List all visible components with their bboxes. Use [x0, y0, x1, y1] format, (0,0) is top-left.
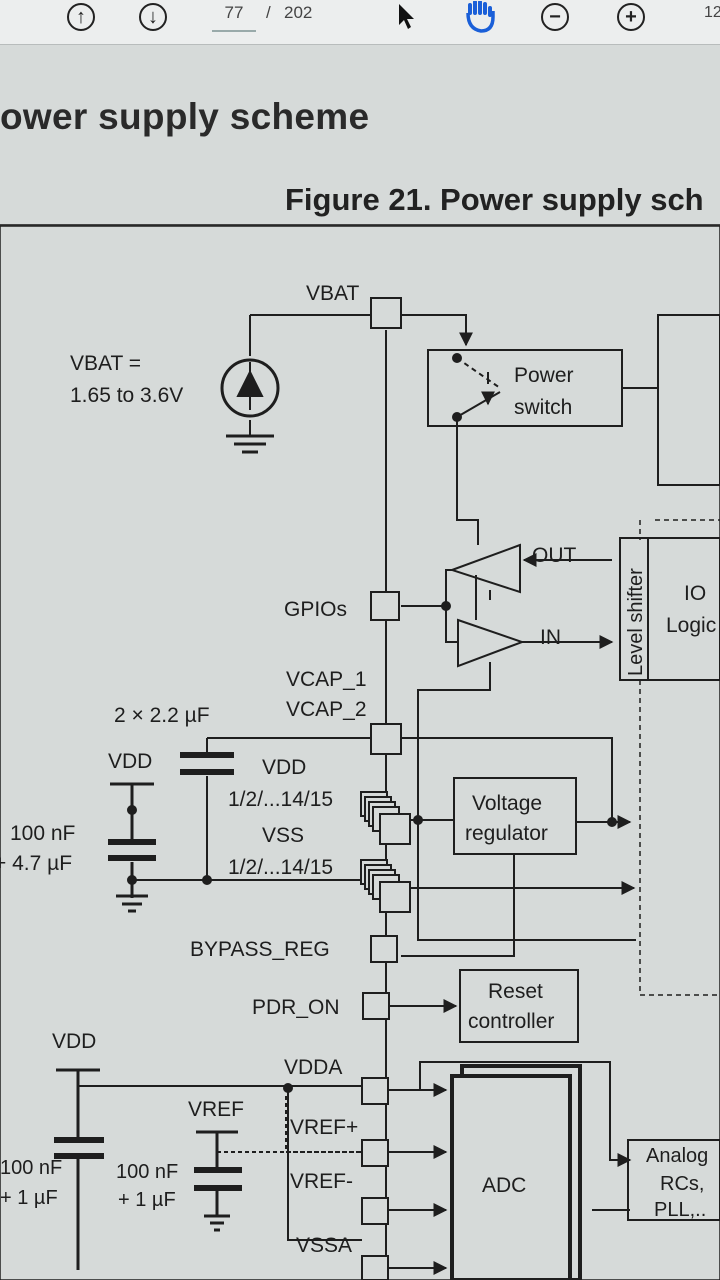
vdd-cap-label-2: + 4.7 µF — [0, 852, 72, 875]
vss-range-label: 1/2/...14/15 — [228, 856, 333, 879]
vbat-range-value: 1.65 to 3.6V — [70, 384, 183, 407]
vdd-pin-stack — [360, 791, 411, 845]
analog-label-3: PLL,.. — [654, 1199, 706, 1221]
gpio-pin — [370, 591, 400, 621]
ground-icon-3 — [204, 1214, 230, 1232]
vdd-pin-label: VDD — [262, 756, 306, 779]
vref-minus-label: VREF- — [290, 1170, 353, 1193]
ground-icon-1 — [226, 434, 274, 454]
vref-label: VREF — [188, 1098, 244, 1121]
pdr-on-label: PDR_ON — [252, 996, 340, 1019]
vdd-left-label: VDD — [108, 750, 152, 773]
out-label: OUT — [532, 544, 577, 567]
in-label: IN — [540, 626, 561, 649]
minus-circle-icon: − — [541, 3, 569, 31]
vdd-cap-label-1: 100 nF — [10, 822, 75, 845]
vdda-pin — [361, 1077, 389, 1105]
figure-caption: Figure 21. Power supply sch — [285, 182, 704, 217]
analog-label-2: RCs, — [660, 1173, 704, 1195]
in-buffer — [457, 618, 525, 668]
zoom-in-button[interactable]: + — [616, 0, 646, 34]
vcap2-label: VCAP_2 — [286, 698, 367, 721]
vdd-capacitor — [108, 839, 156, 861]
pdr-on-pin — [362, 992, 390, 1020]
vbat-to-switch — [401, 314, 473, 347]
arrow-down-circle-icon: ↓ — [139, 3, 167, 31]
vcap-cap-label: 2 × 2.2 µF — [114, 704, 210, 727]
vref-cap-label-1: 100 nF — [116, 1161, 178, 1183]
adc-label: ADC — [482, 1174, 526, 1197]
battery-source-icon — [220, 358, 280, 418]
section-heading: ower supply scheme — [0, 96, 370, 137]
arrow-up-circle-icon: ↑ — [67, 3, 95, 31]
gpios-label: GPIOs — [284, 598, 347, 621]
pointer-icon — [399, 4, 414, 29]
vdda-cap-label-2: + 1 µF — [0, 1187, 58, 1209]
vref-minus-pin — [361, 1197, 389, 1225]
vref-cap-label-2: + 1 µF — [118, 1189, 176, 1211]
zoom-out-button[interactable]: − — [540, 0, 570, 34]
zoom-value[interactable]: 12 — [704, 4, 720, 21]
previous-page-button[interactable]: ↑ — [66, 0, 96, 34]
pdf-toolbar: ↑ ↓ 77 / 202 − + 12 — [0, 0, 720, 45]
vssa-label: VSSA — [296, 1234, 352, 1257]
diagram-labels: VBAT VBAT = 1.65 to 3.6V Power switch OU… — [0, 282, 716, 1257]
vdd-bottom-label: VDD — [52, 1030, 96, 1053]
backup-domain-block — [657, 314, 720, 486]
analog-block — [627, 1139, 720, 1221]
ground-icon-2 — [116, 894, 148, 913]
page-number-input[interactable]: 77 — [212, 0, 256, 32]
hand-icon — [466, 1, 495, 33]
reset-label: Reset — [488, 980, 543, 1003]
select-tool-button[interactable] — [394, 0, 420, 34]
vbat-label: VBAT — [306, 282, 359, 305]
adc-block — [450, 1074, 572, 1280]
vss-pin-label: VSS — [262, 824, 304, 847]
core-domain-border — [639, 680, 720, 996]
vref-plus-pin — [361, 1139, 389, 1167]
voltage-label: Voltage — [472, 792, 542, 815]
next-page-button[interactable]: ↓ — [138, 0, 168, 34]
vref-capacitor — [194, 1167, 242, 1191]
bypass-reg-label: BYPASS_REG — [190, 938, 330, 961]
vcap-capacitor — [180, 752, 234, 775]
page-separator: / — [266, 3, 271, 22]
switch-label: switch — [514, 396, 572, 419]
logic-label: Logic — [666, 614, 716, 637]
vcap1-label: VCAP_1 — [286, 668, 367, 691]
power-label: Power — [514, 364, 574, 387]
vbat-range-label: VBAT = — [70, 352, 141, 375]
figure-frame — [0, 225, 720, 1280]
io-label: IO — [684, 582, 706, 605]
level-shifter-label: Level shifter — [625, 568, 647, 676]
vref-plus-label: VREF+ — [290, 1116, 358, 1139]
vdda-label: VDDA — [284, 1056, 342, 1079]
vdda-cap-label-1: 100 nF — [0, 1157, 62, 1179]
vbat-pin — [370, 297, 402, 329]
out-buffer — [448, 543, 521, 594]
io-logic-block — [647, 537, 720, 681]
analog-label-1: Analog — [646, 1145, 708, 1167]
vssa-pin — [361, 1255, 389, 1280]
vdda-capacitor — [54, 1137, 104, 1159]
reset-controller-block — [459, 969, 579, 1043]
caption-rule — [0, 224, 720, 226]
plus-circle-icon: + — [617, 3, 645, 31]
page-total: 202 — [284, 3, 313, 22]
vss-pin-stack — [360, 859, 411, 913]
hand-tool-button[interactable] — [462, 0, 500, 34]
vcap-pin — [370, 723, 402, 755]
regulator-label: regulator — [465, 822, 548, 845]
bypass-reg-pin — [370, 935, 398, 963]
controller-label: controller — [468, 1010, 554, 1033]
vdd-range-label: 1/2/...14/15 — [228, 788, 333, 811]
